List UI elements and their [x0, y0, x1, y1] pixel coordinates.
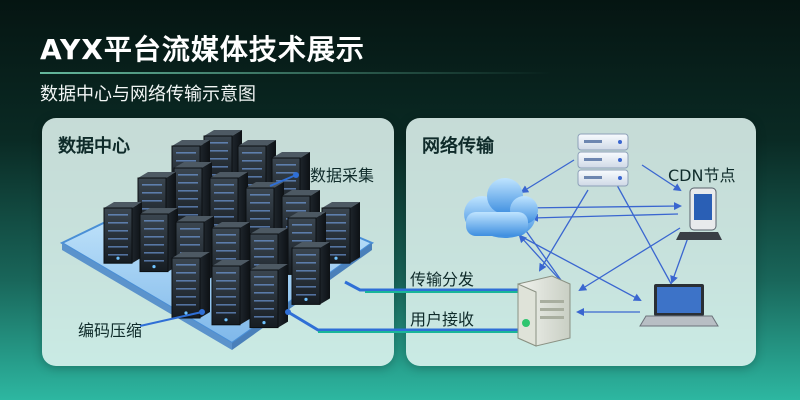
network-title: 网络传输: [422, 136, 494, 157]
cloud-icon: [464, 178, 538, 238]
tower-server-icon: [517, 275, 571, 347]
database-server-icon: [577, 133, 629, 187]
server-rack-icon: [103, 202, 142, 264]
server-rack-icon: [211, 260, 250, 326]
transmission-distribution-label: 传输分发: [410, 270, 475, 289]
server-rack-icon: [321, 202, 360, 264]
data-collection-label: 数据采集: [310, 166, 375, 185]
data-center-title: 数据中心: [58, 136, 130, 157]
title-divider: [40, 72, 552, 74]
server-cluster-illustration: [59, 130, 375, 350]
page-title: AYX平台流媒体技术展示: [40, 33, 365, 66]
data-center-panel: 数据中心 数据采集 编码压缩: [42, 118, 394, 366]
server-rack-icon: [249, 264, 288, 329]
cdn-node-label: CDN节点: [668, 166, 736, 185]
page-subtitle: 数据中心与网络传输示意图: [40, 84, 256, 105]
transmission-link: [344, 280, 520, 292]
user-access-label: 用户接收: [410, 310, 475, 329]
server-rack-icon: [171, 252, 210, 319]
mobile-phone-icon: [676, 187, 722, 240]
laptop-icon: [639, 284, 719, 327]
server-rack-icon: [173, 162, 212, 225]
user-access-link: [287, 310, 520, 332]
encoding-compression-label: 编码压缩: [78, 321, 143, 340]
server-rack-icon: [291, 242, 330, 305]
